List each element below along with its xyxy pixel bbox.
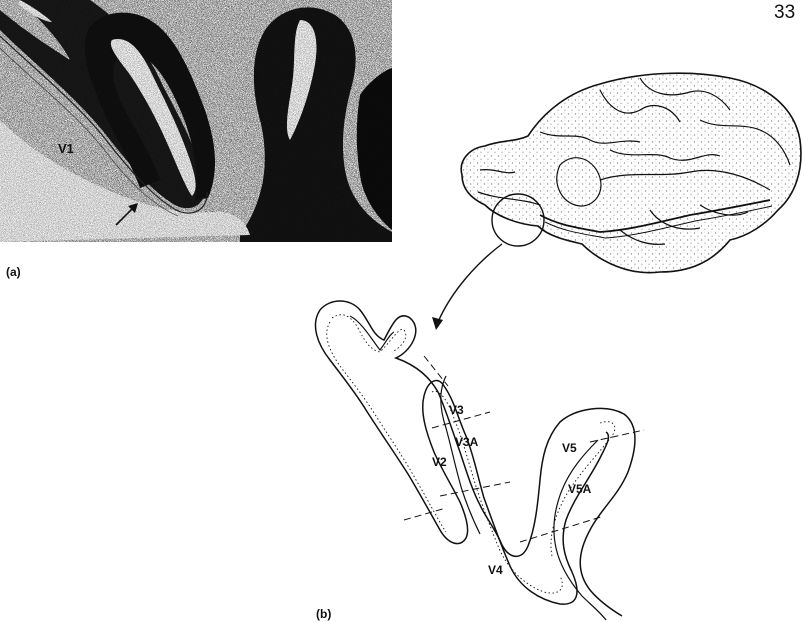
- pial-surface: [320, 301, 635, 616]
- label-v1: V1: [58, 141, 74, 156]
- label-v4: V4: [488, 563, 503, 577]
- panel-a-letter: (a): [6, 265, 21, 279]
- brain-illustration: [432, 73, 801, 330]
- label-v5a: V5A: [568, 482, 592, 496]
- curved-arrow: [438, 244, 502, 322]
- label-v3a: V3A: [455, 435, 479, 449]
- area-borders: [404, 356, 644, 542]
- panel-b-letter: (b): [316, 607, 331, 621]
- panel-b-schematic: [315, 301, 644, 620]
- label-v3: V3: [449, 403, 464, 417]
- panel-a-micrograph: [0, 0, 392, 242]
- label-v2: V2: [432, 455, 447, 469]
- label-v5: V5: [562, 441, 577, 455]
